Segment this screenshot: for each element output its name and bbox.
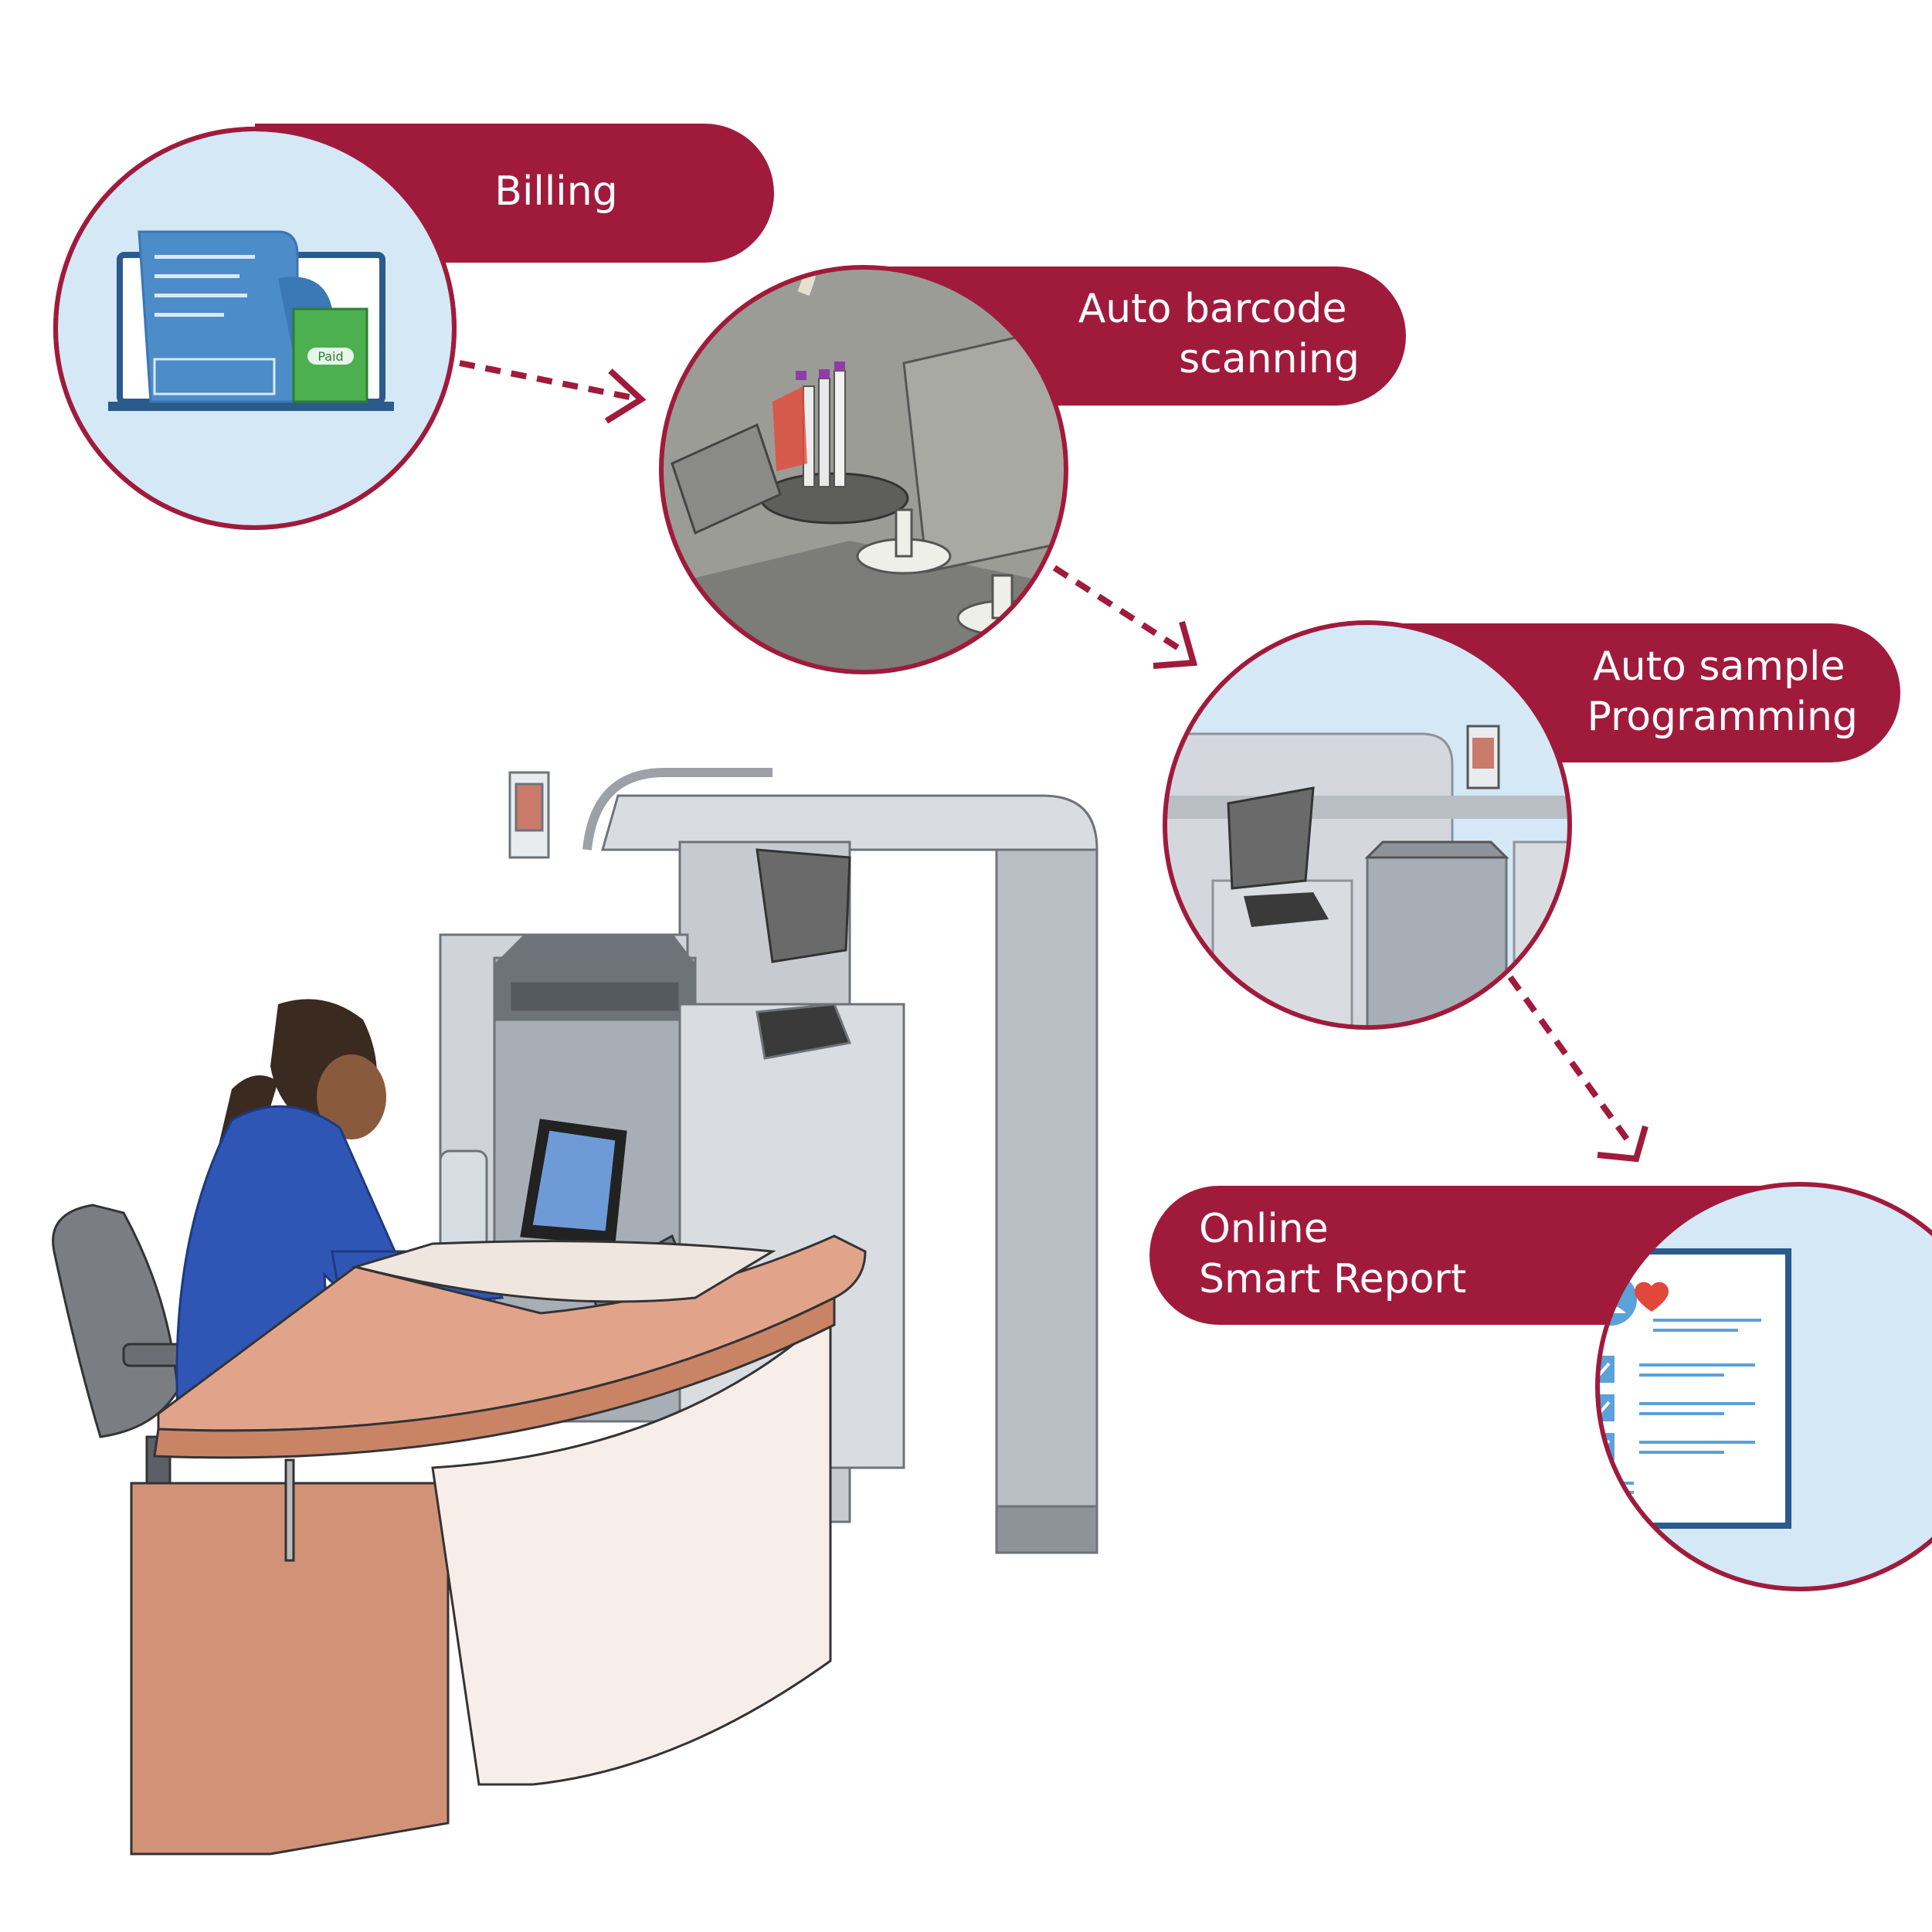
barcode-illustration [661,267,1066,672]
barcode-label-line-1: Auto barcode [1078,286,1347,332]
arrow-barcode-to-programming [1052,565,1198,669]
programming-illustration [1165,725,1570,1027]
heart-icon [1635,1282,1669,1312]
programming-label: Auto sample Programming [1587,643,1858,740]
report-step: Online Smart Report [1149,1182,1932,1591]
barcode-label-line-2: scanning [1179,336,1360,382]
reception-desk [130,1234,867,1856]
arrow-billing-to-barcode [459,360,647,424]
barcode-step: Auto barcode scanning [659,265,1406,674]
billing-label: Billing [494,168,617,215]
billing-step: Paid Billing [53,124,774,530]
programming-step: Auto sample Programming [1163,620,1900,1030]
arrow-programming-to-report [1507,975,1648,1163]
report-label-line-2: Smart Report [1199,1256,1466,1302]
billing-label-line-1: Billing [494,168,617,215]
programming-label-line-1: Auto sample [1593,643,1845,690]
report-label-line-1: Online [1199,1206,1329,1252]
billing-illustration: Paid [108,230,394,411]
programming-label-line-2: Programming [1587,694,1858,740]
paid-badge-label: Paid [317,349,343,364]
report-label: Online Smart Report [1199,1206,1466,1302]
lab-reception-scene [52,768,1098,1856]
report-illustration [1598,1248,1791,1529]
barcode-label: Auto barcode scanning [1078,286,1360,382]
